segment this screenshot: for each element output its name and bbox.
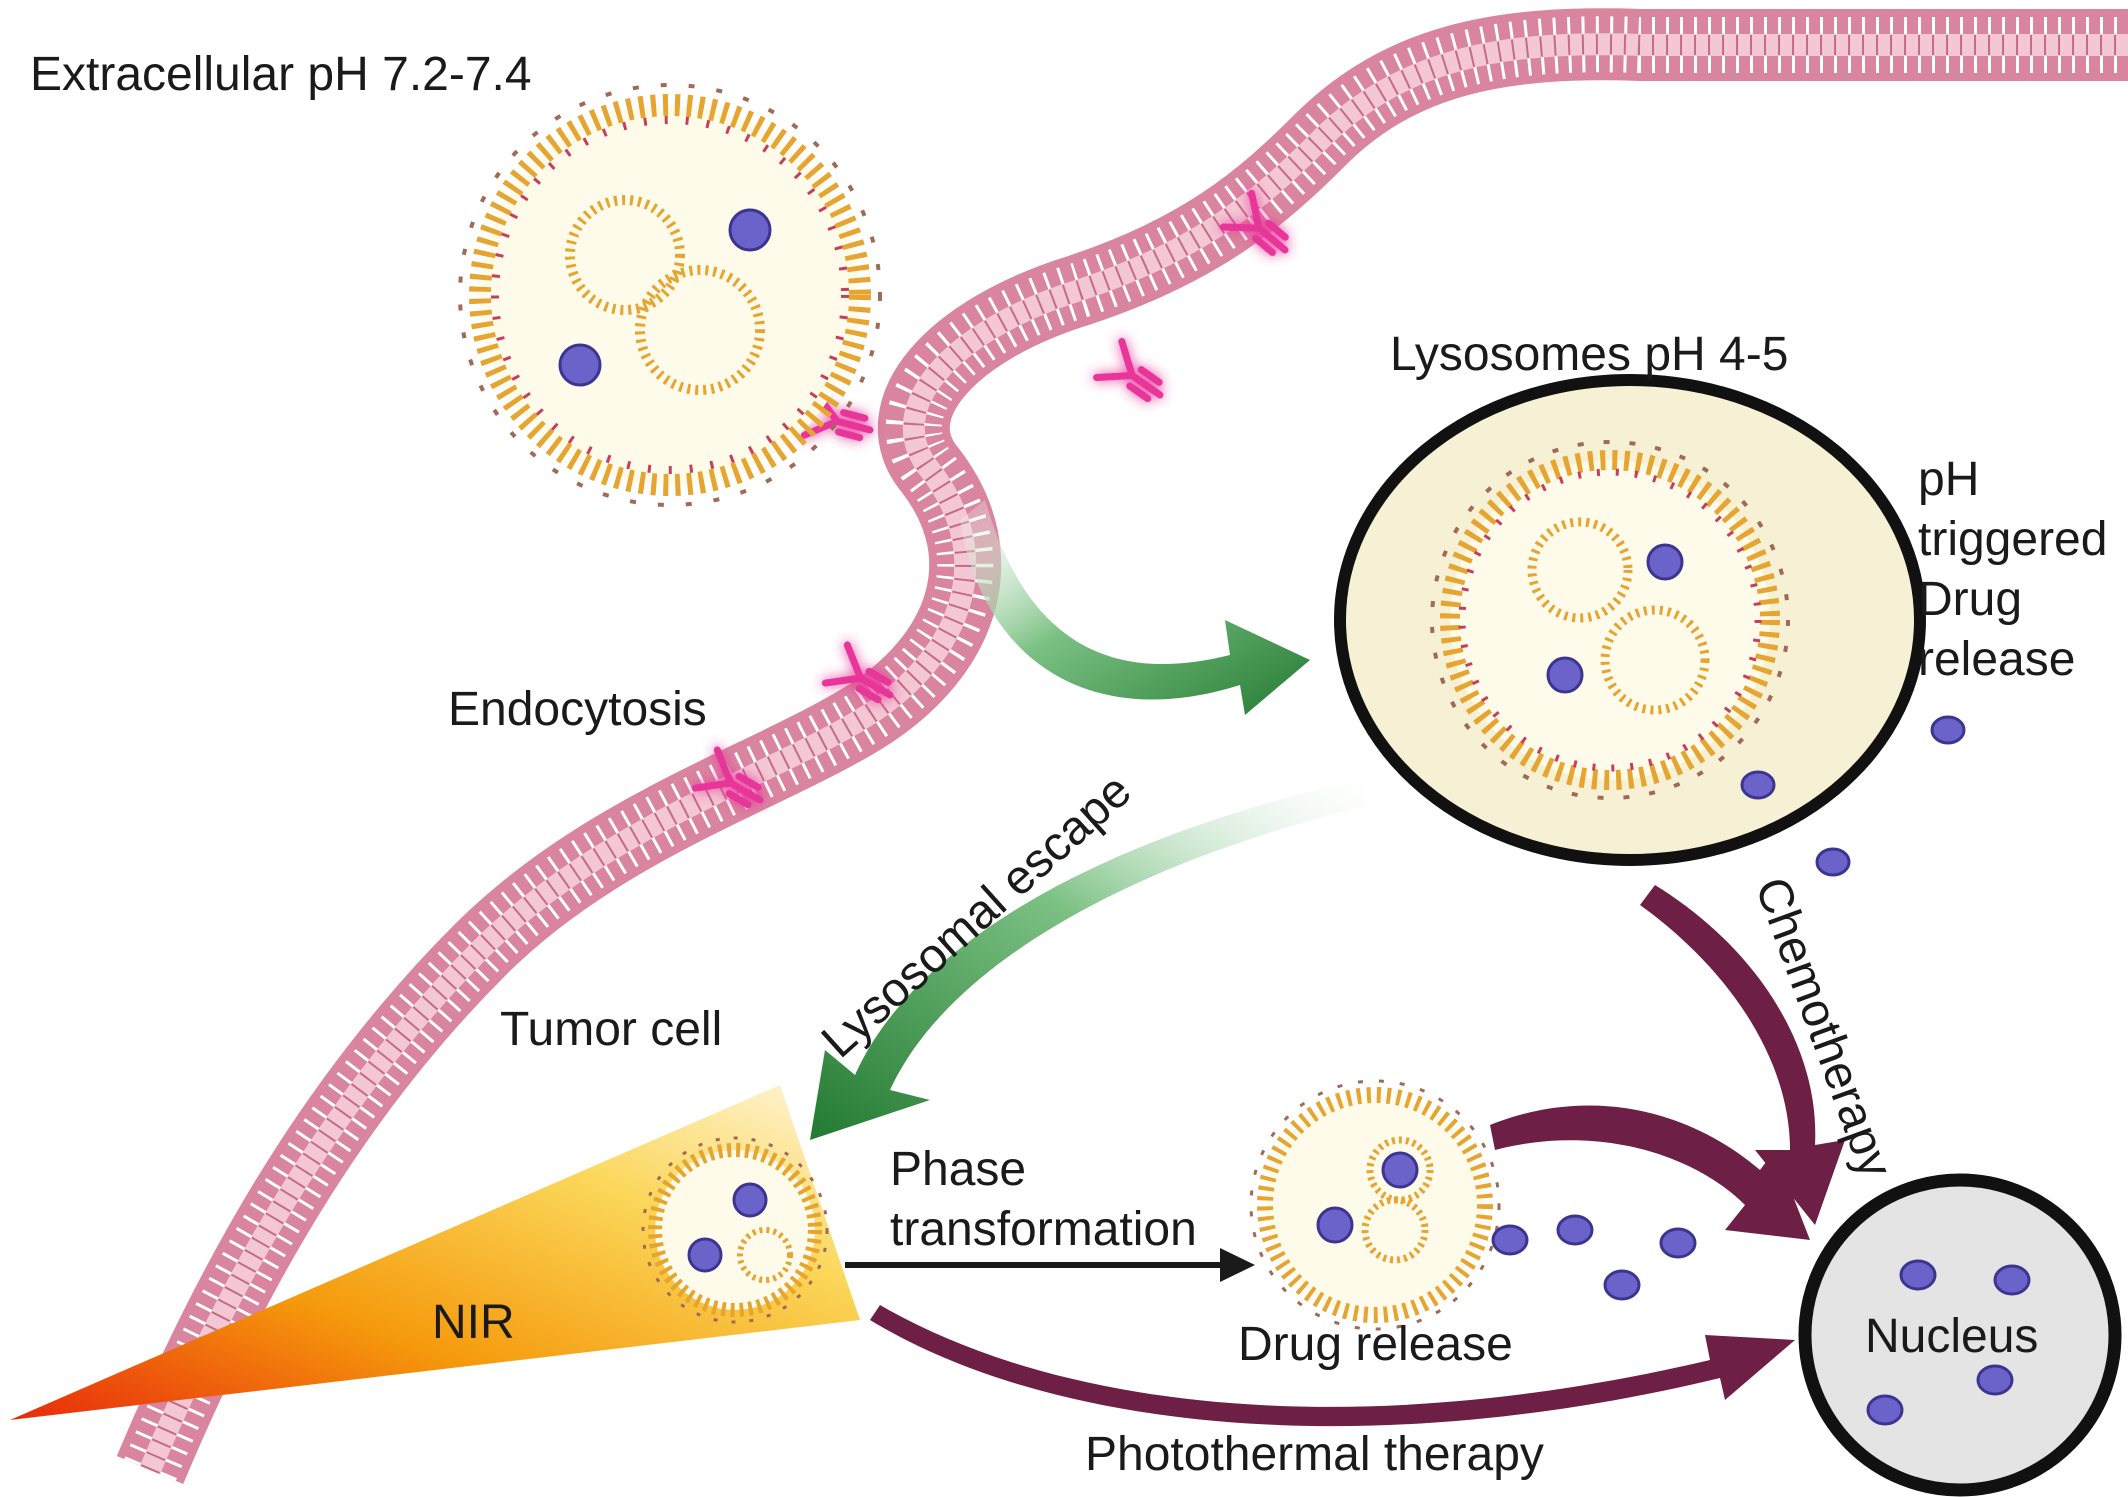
- drug-release-label: Drug release: [1238, 1318, 1513, 1371]
- nir-beam: [10, 1085, 860, 1420]
- cell-membrane: [116, 8, 2128, 1484]
- ph-triggered-label-line3: Drug: [1918, 573, 2022, 626]
- tumor-cell-label: Tumor cell: [500, 1003, 722, 1056]
- ph-triggered-label-line4: release: [1918, 633, 2075, 686]
- nanoparticle-nir-icon: [641, 1136, 829, 1324]
- phase-transformation-arrow-icon: [845, 1248, 1255, 1282]
- photothermal-label: Photothermal therapy: [1085, 1428, 1544, 1481]
- phase-transformation-label-line2: transformation: [890, 1203, 1197, 1256]
- nanoparticle-lysosome-icon: [1430, 440, 1790, 800]
- endocytosis-arrow-icon: [960, 500, 1310, 715]
- nanoparticle-extracellular-icon: [458, 83, 882, 507]
- chemotherapy-arrow-icon: [1640, 885, 1845, 1225]
- lysosomal-escape-arrow-icon: [810, 780, 1370, 1140]
- lysosomal-escape-label: Lysosomal escape: [812, 764, 1142, 1068]
- nir-label: NIR: [432, 1296, 515, 1349]
- phase-transformation-label-line1: Phase: [890, 1143, 1026, 1196]
- nucleus-label: Nucleus: [1865, 1310, 2038, 1363]
- endocytosis-label: Endocytosis: [448, 683, 707, 736]
- ph-triggered-label-line1: pH: [1918, 453, 1979, 506]
- extracellular-label: Extracellular pH 7.2-7.4: [30, 48, 532, 101]
- ph-triggered-label-line2: triggered: [1918, 513, 2107, 566]
- released-drug-icon: [1740, 715, 1966, 877]
- nucleus-drug-icon: [1866, 1259, 2031, 1426]
- nanoparticle-transformed-icon: [1249, 1079, 1501, 1331]
- lysosomes-label: Lysosomes pH 4-5: [1390, 328, 1788, 381]
- released-drug-icon: [1491, 1214, 1697, 1301]
- photothermal-arrow-icon: [870, 1305, 1795, 1427]
- drug-to-nucleus-arrow-icon: [1490, 1105, 1810, 1240]
